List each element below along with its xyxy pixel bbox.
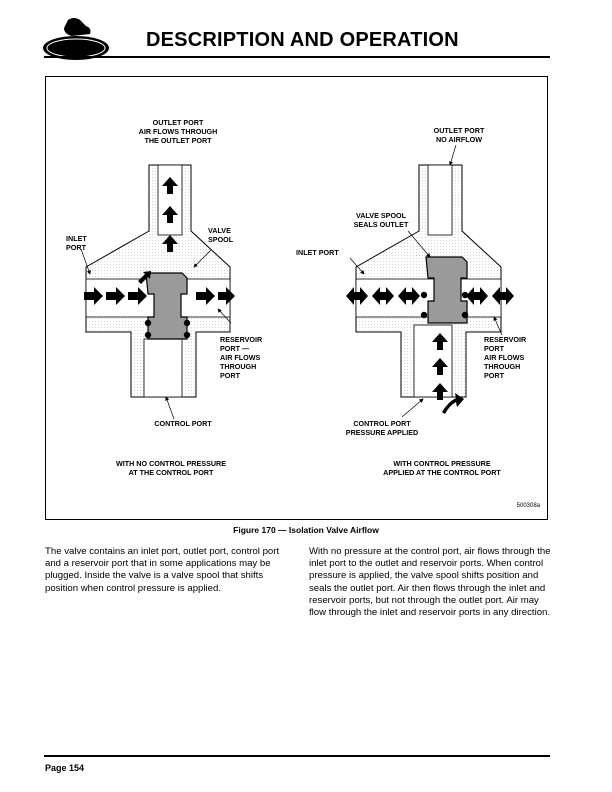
svg-text:PORT: PORT (220, 371, 241, 380)
svg-text:PORT: PORT (66, 243, 87, 252)
svg-text:OUTLET PORT: OUTLET PORT (434, 126, 485, 135)
svg-text:WITH CONTROL PRESSURE: WITH CONTROL PRESSURE (393, 459, 491, 468)
svg-text:CONTROL PORT: CONTROL PORT (154, 419, 212, 428)
svg-text:AIR FLOWS: AIR FLOWS (484, 353, 525, 362)
svg-text:PORT: PORT (484, 344, 505, 353)
mack-logo: Mack (40, 16, 114, 64)
figure-caption: Figure 170 — Isolation Valve Airflow (233, 525, 379, 535)
page-title: DESCRIPTION AND OPERATION (146, 29, 459, 51)
svg-text:PRESSURE APPLIED: PRESSURE APPLIED (346, 428, 418, 437)
svg-text:APPLIED AT THE CONTROL PORT: APPLIED AT THE CONTROL PORT (383, 468, 501, 477)
header-divider (44, 56, 550, 58)
right-leader-lines (349, 144, 503, 418)
svg-text:AT THE CONTROL PORT: AT THE CONTROL PORT (129, 468, 214, 477)
isolation-valve-diagram: OUTLET PORT AIR FLOWS THROUGH THE OUTLET… (66, 118, 541, 509)
svg-text:RESERVOIR: RESERVOIR (484, 335, 527, 344)
valve-spool-shifted (425, 256, 468, 324)
svg-text:AIR FLOWS: AIR FLOWS (220, 353, 261, 362)
svg-text:NO AIRFLOW: NO AIRFLOW (436, 135, 482, 144)
right-valve-body (355, 164, 502, 398)
page-number: Page 154 (45, 763, 85, 773)
svg-text:PORT: PORT (484, 371, 505, 380)
svg-text:WITH NO CONTROL PRESSURE: WITH NO CONTROL PRESSURE (116, 459, 226, 468)
svg-text:CONTROL PORT: CONTROL PORT (353, 419, 411, 428)
svg-text:THROUGH: THROUGH (484, 362, 520, 371)
svg-text:INLET: INLET (66, 234, 87, 243)
svg-text:THE OUTLET PORT: THE OUTLET PORT (144, 136, 212, 145)
svg-text:VALVE SPOOL: VALVE SPOOL (356, 211, 407, 220)
logo-text: Mack (67, 46, 86, 55)
svg-text:OUTLET PORT: OUTLET PORT (153, 118, 204, 127)
svg-text:SPOOL: SPOOL (208, 235, 234, 244)
svg-text:AIR FLOWS THROUGH: AIR FLOWS THROUGH (139, 127, 218, 136)
svg-text:PORT —: PORT — (220, 344, 250, 353)
figure-frame: OUTLET PORT AIR FLOWS THROUGH THE OUTLET… (45, 76, 548, 520)
right-labels: OUTLET PORT NO AIRFLOW VALVE SPOOL SEALS… (296, 126, 527, 477)
footer-divider (44, 755, 550, 757)
body-paragraph-right: With no pressure at the control port, ai… (309, 546, 551, 619)
left-leader-lines (80, 248, 232, 420)
valve-spool (145, 272, 188, 340)
svg-text:INLET PORT: INLET PORT (296, 248, 339, 257)
left-valve-body (85, 164, 231, 398)
svg-text:RESERVOIR: RESERVOIR (220, 335, 263, 344)
figure-code: 500308a (517, 503, 541, 509)
bulldog-icon (64, 18, 91, 36)
left-flow-arrows (84, 177, 235, 305)
right-flow-arrows (346, 287, 514, 414)
logo-oval (43, 36, 109, 60)
svg-text:THROUGH: THROUGH (220, 362, 256, 371)
left-labels: OUTLET PORT AIR FLOWS THROUGH THE OUTLET… (66, 118, 263, 477)
body-paragraph-left: The valve contains an inlet port, outlet… (45, 546, 280, 594)
svg-text:SEALS OUTLET: SEALS OUTLET (354, 220, 409, 229)
svg-text:VALVE: VALVE (208, 226, 231, 235)
